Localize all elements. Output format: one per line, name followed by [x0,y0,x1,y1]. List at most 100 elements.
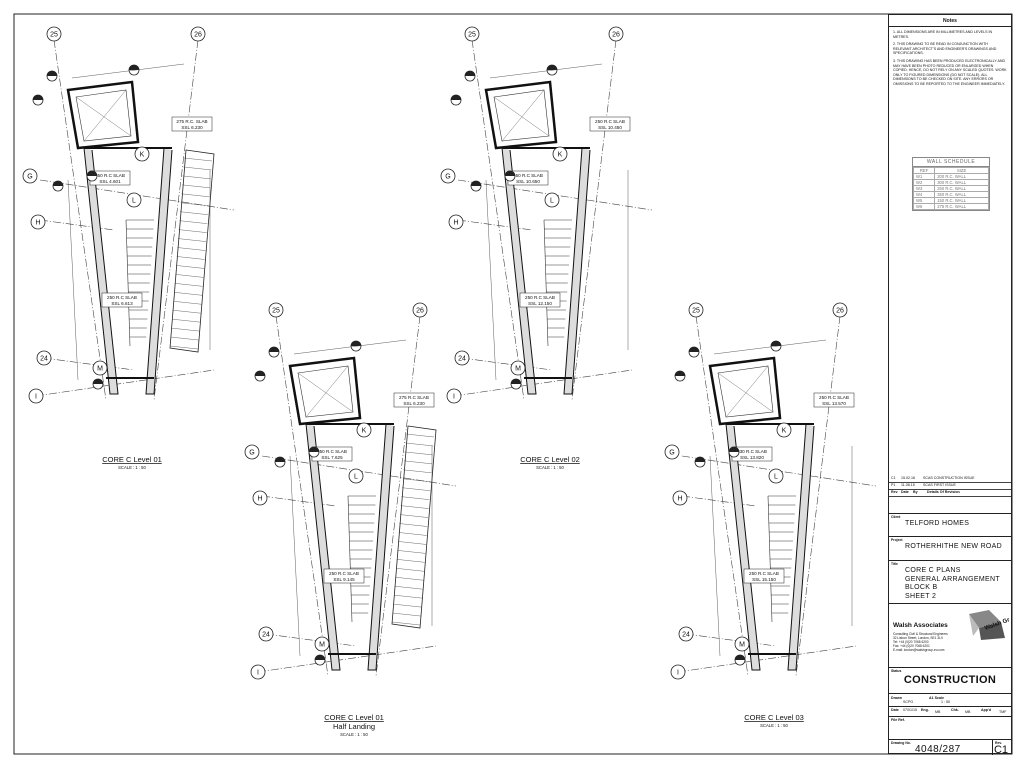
lift-cross [305,365,349,418]
adjacent-stair-tread [172,309,201,314]
grid-bubble [608,26,624,42]
revision-header-by: By [913,490,918,494]
slab-thickness: 250 R.C SLAB [595,119,625,124]
grid-bubble [768,468,784,484]
grid-label: 26 [836,308,844,315]
grid-label: 24 [458,356,466,363]
grid-bubble [252,490,268,506]
grid-label: L [550,198,554,205]
project-value: ROTHERHITHE NEW ROAD [905,543,1002,550]
adjacent-stair-tread [403,469,432,474]
company-fax: Fax: +44 (0)20 7068 6201 [893,644,930,648]
appd-value: TMF [999,710,1007,714]
slab-label-box [171,116,213,132]
slab-label-box [589,116,631,132]
section-marker-fill [87,171,97,176]
grid-label: K [140,152,145,159]
plan-scale: SCALE : 1 : 50 [760,723,788,728]
adjacent-stair-tread [403,460,433,465]
company-logo: Walsh Group [969,610,1009,640]
revision-label: Rev. [995,741,1002,745]
lift-shaft [66,80,140,150]
title-block: Notes 1. ALL DIMENSIONS ARE IN MILLIMETR… [888,14,1012,756]
adjacent-stair-tread [396,559,425,563]
wall-ref: W6 [912,203,936,210]
section-marker-fill [729,447,739,452]
grid-line [677,645,857,673]
section-marker-fill [309,447,319,452]
grid-bubble [688,302,704,318]
grid-bubble [670,664,686,680]
scale-value: 1 : 50 [941,700,950,704]
company-tagline: Consulting Civil & Structural Engineers [893,632,948,636]
title-line: BLOCK B [905,584,938,591]
adjacent-stair-tread [175,265,205,269]
section-marker-fill [315,655,325,660]
title-label: Title [891,562,898,566]
adjacent-stair-tread [404,451,433,456]
adjacent-stair-tread [181,193,210,198]
slab-level: SSL 7.625 [321,455,343,460]
drawing-number: 4048/287 [915,744,961,755]
adjacent-stair-tread [405,442,434,447]
dimension-line [485,179,497,381]
section-marker-fill [505,171,515,176]
grid-bubble [244,444,260,460]
grid-label: 25 [272,308,280,315]
section-marker-fill [689,347,699,352]
company-email: E-mail: london@walshgroup-eu.com [893,648,945,652]
client-label: Client [891,515,901,519]
adjacent-stair-tread [173,301,202,305]
grid-bubble [348,468,364,484]
revision-date: 15.02.16 [901,476,915,480]
grid-label: K [362,428,367,435]
grid-label: 26 [416,308,424,315]
adjacent-stair-tread [183,157,213,162]
status-value: CONSTRUCTION [903,674,997,686]
grid-bubble [672,490,688,506]
slab-label-box [393,392,435,408]
grid-label: L [774,474,778,481]
grid-bubble [134,146,150,162]
plan-name: CORE C Level 01 [102,455,162,464]
adjacent-stair-tread [395,577,424,581]
plan-scale: SCALE : 1 : 50 [118,465,146,470]
grid-label: 25 [50,32,58,39]
grid-label: M [97,366,103,373]
grid-line [43,357,135,371]
adjacent-stair-outline [391,425,437,629]
slab-thickness: 275 R.C. SLAB [176,119,207,124]
stair-flight [125,219,154,347]
chk-label: Chk. [951,708,959,712]
title-section: Title CORE C PLANS GENERAL ARRANGEMENT B… [889,560,1011,602]
grid-label: G [27,174,32,181]
lift-shaft [708,356,782,426]
adjacent-stair-tread [391,621,421,626]
note-item: 2. THIS DRAWING TO BE READ IN CONJUNCTIO… [893,42,997,56]
grid-line [39,219,115,231]
adjacent-stair-tread [173,292,203,296]
grid-label: L [132,198,136,205]
grid-bubble [28,388,44,404]
lift-cross [75,96,132,137]
grid-bubble [412,302,428,318]
grid-line [275,315,329,677]
adjacent-stair-tread [180,202,209,206]
grid-line [795,315,841,677]
grid-bubble [464,26,480,42]
section-marker-fill [275,457,285,462]
slab-thickness: 450 R.C SLAB [513,173,543,178]
drawing-number-section: Drawing No. 4048/287 Rev. C1 [889,739,1011,756]
adjacent-stair [391,425,437,629]
grid-bubble [454,350,470,366]
stair-flight [347,495,376,623]
adjacent-stair-tread [402,478,431,482]
slab-level: SSL 6.613 [111,301,133,306]
